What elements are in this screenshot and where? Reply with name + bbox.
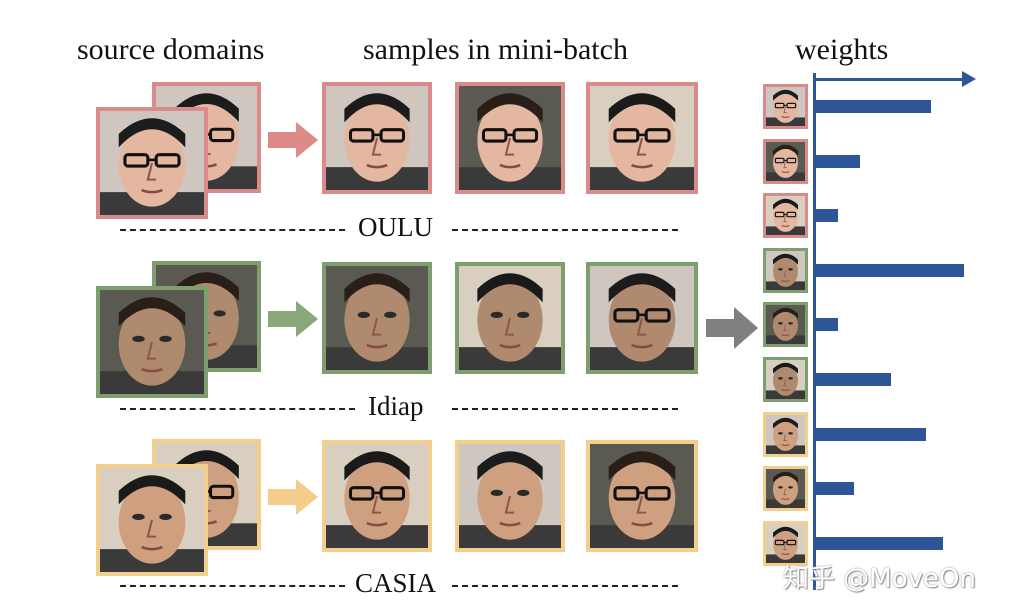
sample-face <box>322 440 432 552</box>
domain-label: OULU <box>348 212 443 243</box>
source-face-front <box>96 286 208 398</box>
domain-arrow-icon <box>268 479 318 515</box>
domain-arrow-icon <box>268 301 318 337</box>
divider-dashed-right <box>452 229 678 231</box>
gray-arrow-icon <box>706 307 758 349</box>
divider-dashed-right <box>452 585 678 587</box>
divider-dashed-left <box>120 585 355 587</box>
weight-bar <box>816 209 838 223</box>
sample-face <box>322 262 432 374</box>
watermark-text: 知乎 @MoveOn <box>783 564 976 594</box>
weight-bar <box>816 482 854 496</box>
weight-thumbnail <box>763 193 808 239</box>
domain-label: Idiap <box>358 391 434 422</box>
weight-thumbnail <box>763 357 808 402</box>
weight-bar <box>816 427 926 441</box>
weight-bar <box>816 373 891 386</box>
weight-thumbnail <box>763 466 808 512</box>
weights-header: weights <box>795 33 889 66</box>
weight-thumbnail <box>763 247 808 293</box>
domain-arrow-icon <box>268 122 318 158</box>
weights-x-axis <box>813 78 965 81</box>
sample-face <box>586 262 698 374</box>
samples-header: samples in mini-batch <box>363 33 628 66</box>
domain-label: CASIA <box>345 568 447 599</box>
divider-dashed-right <box>452 408 678 410</box>
weight-bar <box>816 536 943 550</box>
weights-y-axis <box>813 73 816 590</box>
weight-bar <box>816 100 931 113</box>
divider-dashed-left <box>120 229 355 231</box>
x-axis-arrowhead-icon <box>962 71 976 87</box>
weight-bar <box>816 263 964 277</box>
weight-thumbnail <box>763 411 808 457</box>
weight-thumbnail <box>763 520 808 566</box>
sample-face <box>455 82 565 194</box>
sample-face <box>586 440 698 552</box>
sample-face <box>322 82 432 194</box>
sample-face <box>455 262 565 374</box>
weight-bar <box>816 318 838 332</box>
weight-bar <box>816 154 860 168</box>
sample-face <box>455 440 565 552</box>
sample-face <box>586 82 698 194</box>
divider-dashed-left <box>120 408 355 410</box>
source-face-front <box>96 464 208 576</box>
source-face-front <box>96 107 208 219</box>
source-domains-header: source domains <box>77 33 265 66</box>
weight-thumbnail <box>763 302 808 348</box>
weight-thumbnail <box>763 138 808 184</box>
weight-thumbnail <box>763 84 808 129</box>
